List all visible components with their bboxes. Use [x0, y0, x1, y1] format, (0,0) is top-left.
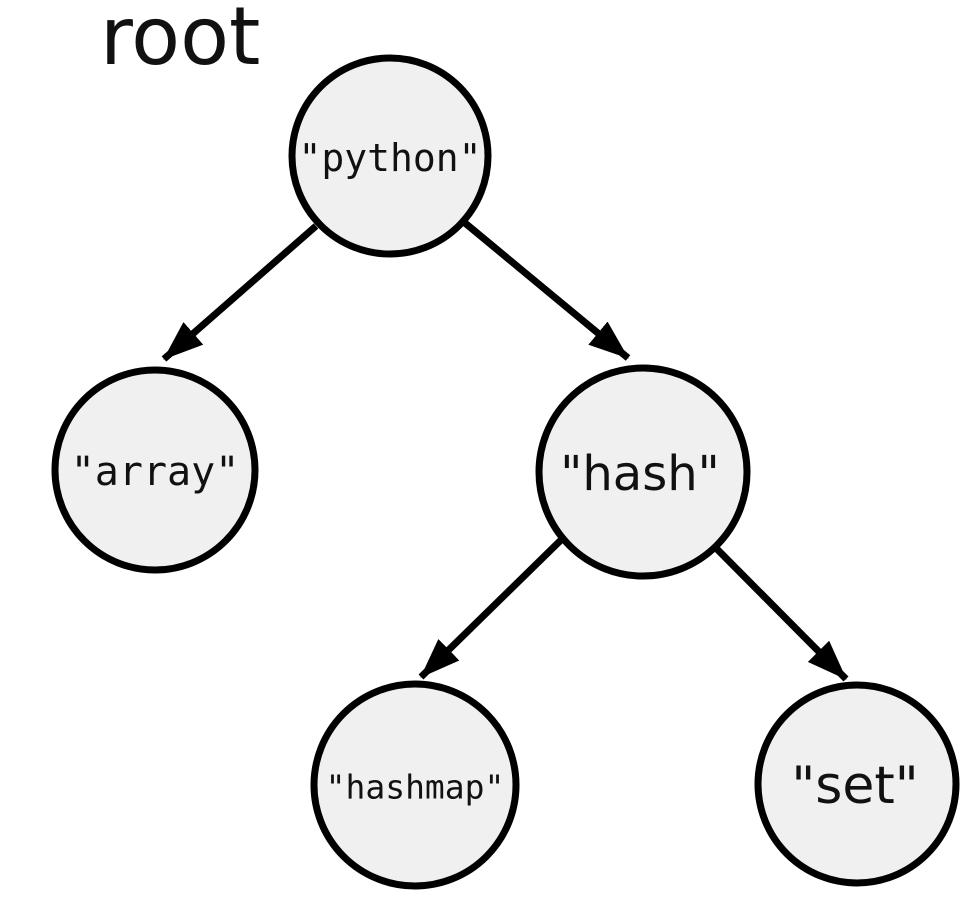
node-set-label: "set" — [791, 756, 918, 816]
node-python-label: "python" — [298, 136, 481, 180]
node-python: "python" — [288, 54, 492, 258]
node-python-circle — [288, 54, 492, 258]
node-array-circle — [51, 366, 259, 574]
node-hash-label: "hash" — [560, 446, 719, 502]
edge-python-array — [161, 223, 319, 362]
edge-python-hash — [462, 220, 631, 361]
node-hash-circle — [535, 364, 751, 580]
root-pointer-label: root — [100, 0, 260, 83]
edge-hash-set — [703, 535, 849, 682]
node-array-label: "array" — [71, 449, 240, 495]
node-hash: "hash" — [535, 364, 751, 580]
node-array: "array" — [51, 366, 259, 574]
node-set: "set" — [754, 681, 960, 887]
node-hashmap: "hashmap" — [310, 680, 520, 890]
node-hashmap-circle — [310, 680, 520, 890]
node-hashmap-label: "hashmap" — [326, 768, 505, 807]
node-set-circle — [754, 681, 960, 887]
tree-edges — [161, 220, 849, 682]
edge-hash-hashmap — [418, 536, 565, 680]
